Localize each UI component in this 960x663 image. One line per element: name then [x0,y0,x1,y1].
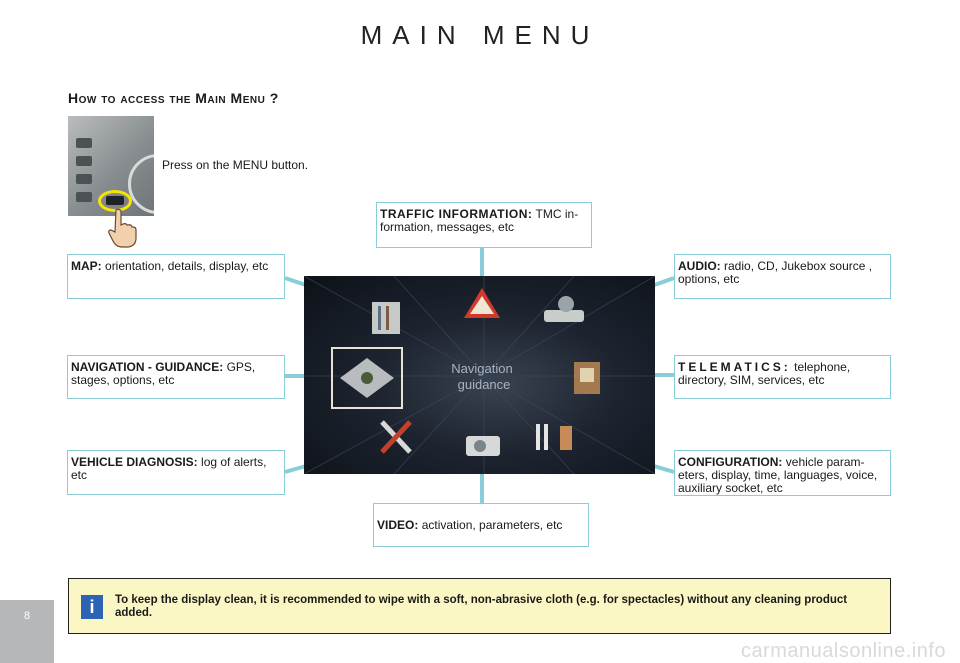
telematics-icon [574,362,600,394]
svg-text:Navigation: Navigation [451,361,512,376]
navigation-icon [331,347,403,409]
map-icon [372,302,400,334]
menu-button-photo [68,116,154,216]
callout-audio: AUDIO: radio, CD, Jukebox source , optio… [674,254,891,299]
page-number-tab [0,600,54,663]
audio-icon [544,296,584,322]
pointing-hand-icon [108,208,137,248]
cleaning-tip: i To keep the display clean, it is recom… [68,578,891,634]
watermark: carmanualsonline.info [740,640,946,662]
svg-text:guidance: guidance [458,377,511,392]
press-instruction: Press on the MENU button. [162,158,309,172]
video-camera-icon [466,436,500,456]
callout-telematics: TELEMATICS: telephone, directory, SIM, s… [674,355,891,399]
callout-navigation-guidance: NAVIGATION - GUIDANCE: GPS, stages, opti… [67,355,285,399]
section-heading: How to access the Main Menu ? [68,90,279,106]
warning-triangle-icon [464,288,500,318]
callout-video: VIDEO: activation, parameters, etc [373,503,589,547]
callout-vehicle-diagnosis: VEHICLE DIAGNOSIS: log of alerts, etc [67,450,285,495]
page-title: MAIN MENU [360,20,600,50]
callout-traffic-information: TRAFFIC INFORMATION: TMC in-formation, m… [376,202,592,248]
diagnosis-tools-icon [380,420,412,454]
callout-configuration: CONFIGURATION: vehicle param-eters, disp… [674,450,891,496]
info-icon: i [81,595,103,619]
navigation-screen: Navigation guidance [304,276,655,474]
configuration-icon [536,424,572,450]
tip-text: To keep the display clean, it is recomme… [115,594,848,619]
callout-map: MAP: orientation, details, display, etc [67,254,285,299]
page-number: 8 [23,610,31,622]
center-label: Navigation guidance [451,361,512,392]
